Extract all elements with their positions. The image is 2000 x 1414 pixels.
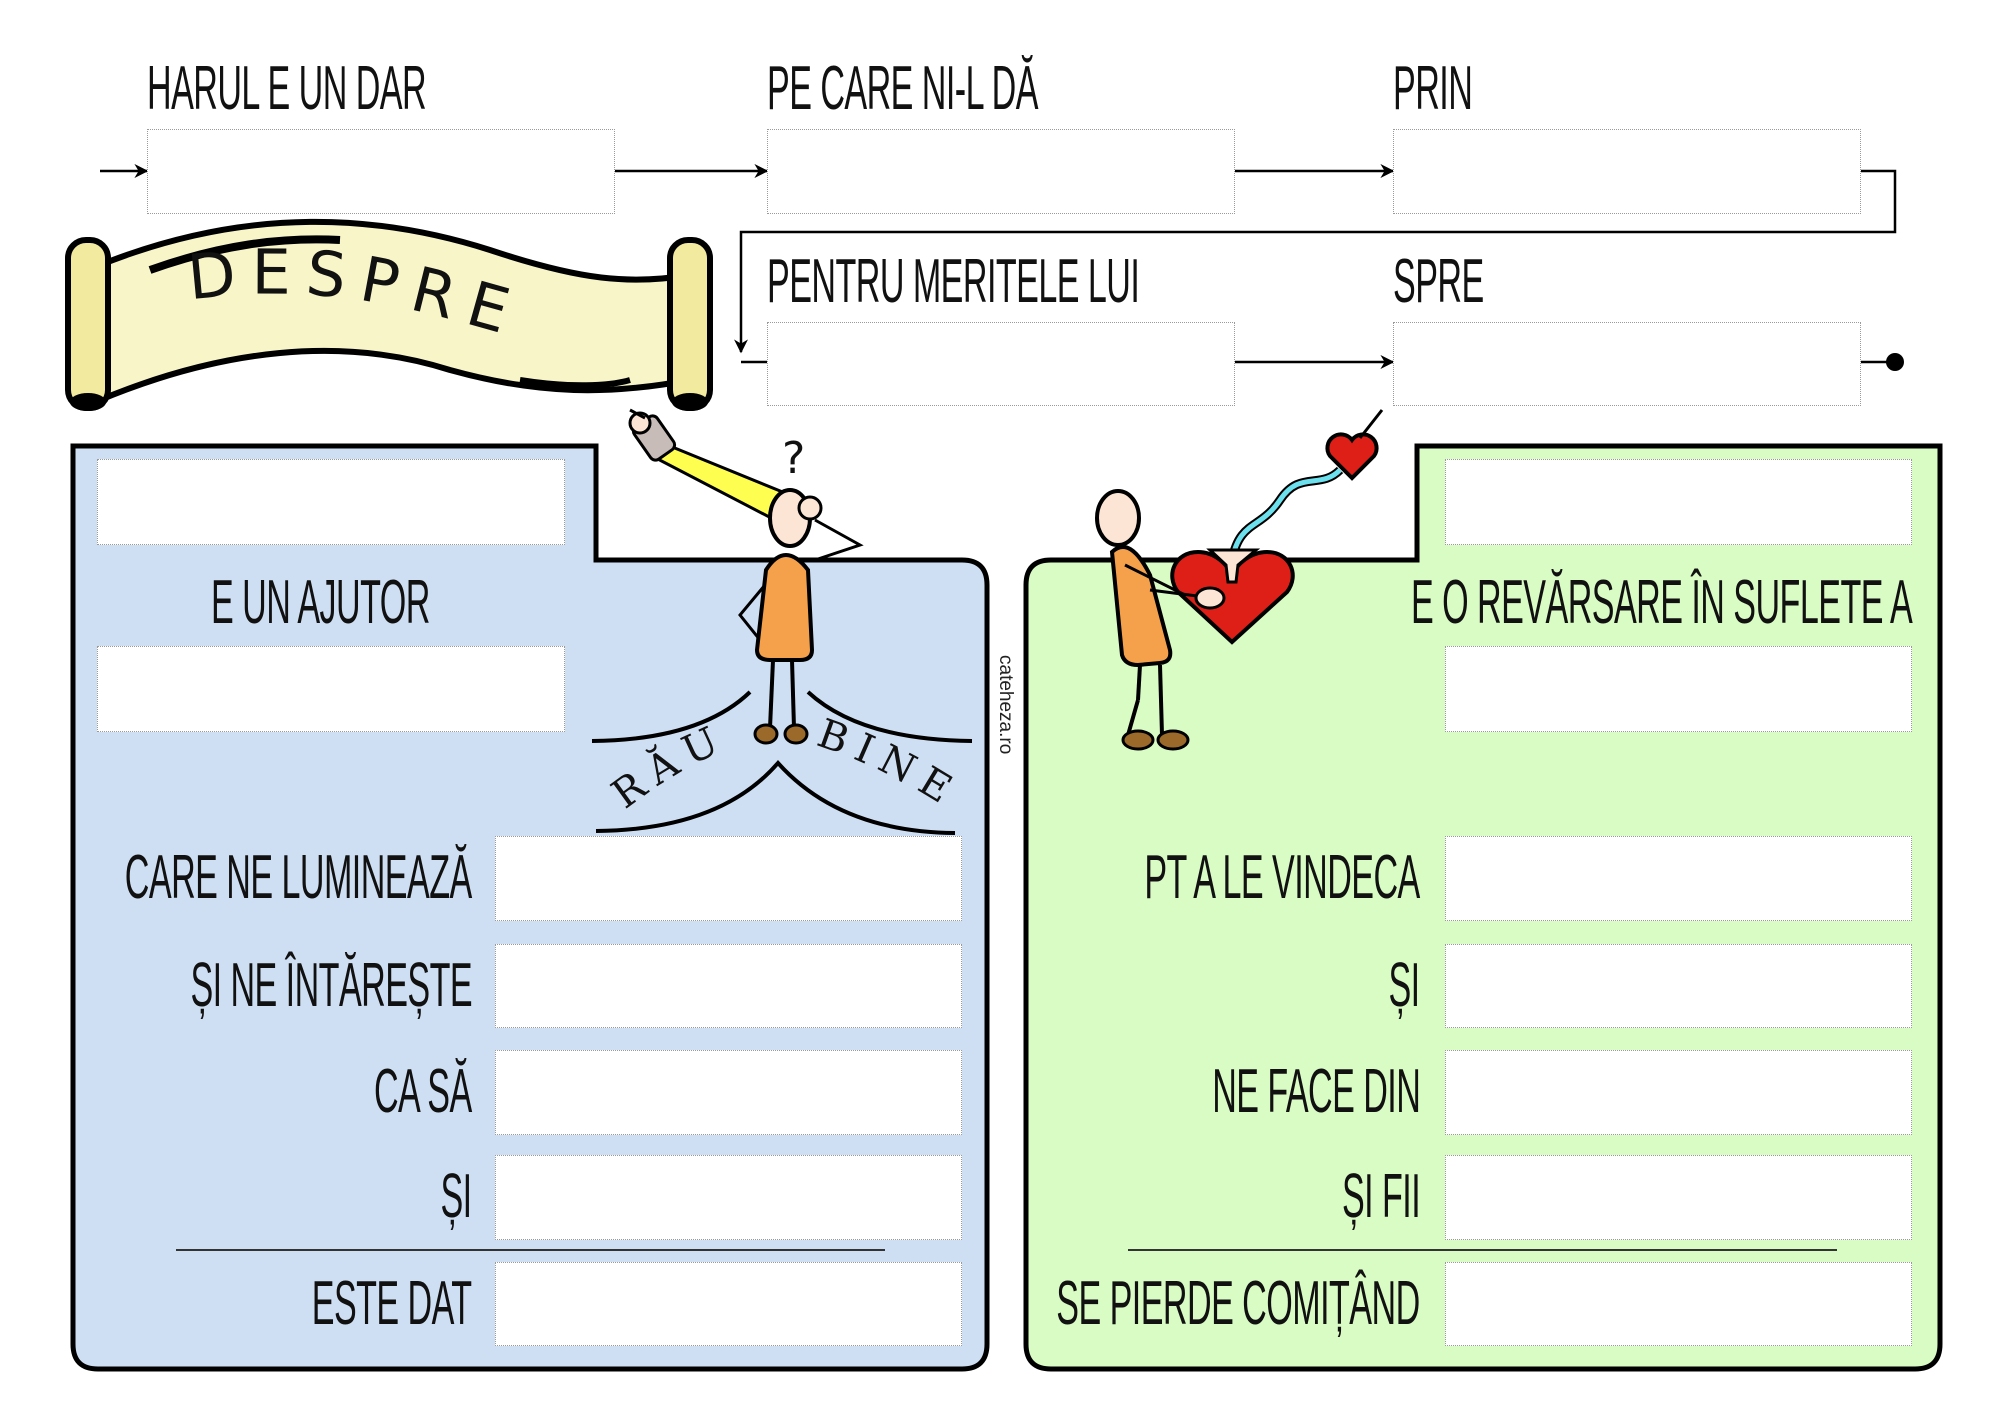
left-row-label-4: ȘI: [440, 1162, 473, 1231]
left-top-box[interactable]: [97, 459, 565, 545]
flow-answer-box-2[interactable]: [767, 129, 1235, 214]
flow-label-3: PRIN: [1393, 54, 1473, 123]
left-row-box-5[interactable]: [495, 1262, 962, 1346]
left-middle-box[interactable]: [97, 646, 565, 732]
crossroads-arcs: [591, 690, 973, 835]
watermark: cateheza.ro: [995, 655, 1016, 755]
flow-label-2: PE CARE NI-L DĂ: [767, 54, 1038, 123]
flow-label-4: PENTRU MERITELE LUI: [767, 247, 1140, 316]
left-middle-label: E UN AJUTOR: [211, 568, 430, 637]
right-row-label-5: SE PIERDE COMIȚÂND: [1056, 1269, 1421, 1338]
left-row-label-2: ȘI NE ÎNTĂREȘTE: [190, 951, 472, 1020]
right-row-box-4[interactable]: [1445, 1155, 1912, 1240]
thinking-figure: [628, 408, 864, 745]
right-row-box-5[interactable]: [1445, 1262, 1912, 1346]
left-row-box-2[interactable]: [495, 944, 962, 1028]
right-row-label-4: ȘI FII: [1341, 1162, 1421, 1231]
flow-end-dot: [1886, 353, 1904, 371]
flow-label-5: SPRE: [1393, 247, 1484, 316]
left-row-label-1: CARE NE LUMINEAZĂ: [125, 843, 472, 912]
flow-answer-box-4[interactable]: [767, 322, 1235, 406]
left-row-label-5: ESTE DAT: [312, 1269, 472, 1338]
flow-answer-box-3[interactable]: [1393, 129, 1861, 214]
heart-figure: [1095, 409, 1384, 751]
right-row-label-1: PT A LE VINDECA: [1144, 843, 1421, 912]
left-row-label-3: CA SĂ: [374, 1057, 472, 1126]
flow-arrows: [100, 164, 1897, 369]
right-row-box-1[interactable]: [1445, 836, 1912, 921]
right-row-label-2: ȘI: [1388, 951, 1421, 1020]
flow-answer-box-1[interactable]: [147, 129, 615, 214]
right-row-box-2[interactable]: [1445, 944, 1912, 1028]
right-row-label-3: NE FACE DIN: [1211, 1057, 1421, 1126]
right-middle-box[interactable]: [1445, 646, 1912, 732]
flow-label-1: HARUL E UN DAR: [147, 54, 427, 123]
flow-answer-box-5[interactable]: [1393, 322, 1861, 406]
right-row-box-3[interactable]: [1445, 1050, 1912, 1135]
left-row-box-4[interactable]: [495, 1155, 962, 1240]
left-row-box-1[interactable]: [495, 836, 962, 921]
question-mark: ?: [782, 433, 805, 484]
right-middle-label: E O REVĂRSARE ÎN SUFLETE A: [1410, 568, 1913, 637]
left-row-box-3[interactable]: [495, 1050, 962, 1135]
right-top-box[interactable]: [1445, 459, 1912, 545]
